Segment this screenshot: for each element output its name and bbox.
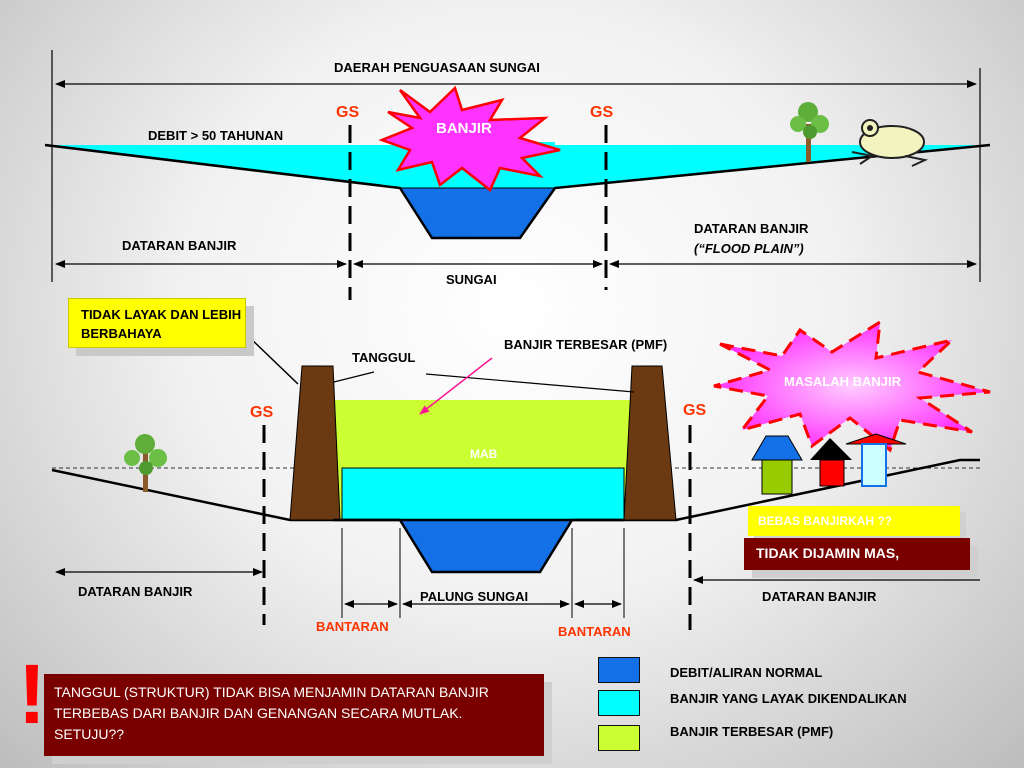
- legend-swatch-controlled: [598, 690, 640, 716]
- daerah-penguasaan-label: DAERAH PENGUASAAN SUNGAI: [334, 60, 540, 75]
- debit-label: DEBIT > 50 TAHUNAN: [148, 128, 284, 143]
- levee-left: [289, 365, 341, 521]
- bantaran-right-label: BANTARAN: [558, 624, 631, 639]
- top-cross-section: [44, 50, 991, 300]
- tanggul-callout-right: [425, 373, 635, 393]
- tidak-dijamin-box: TIDAK DIJAMIN MAS,: [744, 538, 970, 570]
- top-normal-flow: [399, 187, 556, 239]
- note-box: TANGGUL (STRUKTUR) TIDAK BISA MENJAMIN D…: [44, 674, 544, 756]
- bottom-gs-left-label: GS: [250, 404, 274, 421]
- legend-swatch-normal: [598, 657, 640, 683]
- frog-icon: [851, 119, 929, 167]
- levee-right: [623, 365, 677, 521]
- pmf-pointer-arrow: [419, 357, 493, 415]
- top-gs-left-label: GS: [336, 104, 360, 121]
- house-icon-1: [751, 435, 803, 495]
- flood-plain-label: (“FLOOD PLAIN”): [694, 241, 804, 256]
- legend-label-pmf: BANJIR TERBESAR (PMF): [670, 724, 834, 739]
- bantaran-left-label: BANTARAN: [316, 619, 389, 634]
- house-icon-3: [845, 433, 907, 487]
- bebas-banjirkah-box: BEBAS BANJIRKAH ??: [748, 506, 960, 536]
- tanggul-label: TANGGUL: [352, 350, 416, 365]
- bottom-cross-section: [51, 319, 991, 630]
- masalah-banjir-label: MASALAH BANJIR: [784, 374, 901, 389]
- warning-box: TIDAK LAYAK DAN LEBIH BERBAHAYA: [68, 298, 246, 348]
- masalah-burst-shape: [713, 319, 991, 453]
- controlled-flood-water: [341, 467, 625, 521]
- bottom-dataran-banjir-left: DATARAN BANJIR: [78, 584, 193, 599]
- banjir-burst-label: BANJIR: [436, 120, 492, 137]
- top-ground-line: [44, 143, 991, 240]
- house-icon-2: [810, 438, 852, 487]
- tree-icon: [790, 102, 829, 162]
- exclamation-icon: !: [18, 647, 46, 741]
- bottom-dataran-banjir-right: DATARAN BANJIR: [762, 589, 877, 604]
- pmf-top-label: BANJIR TERBESAR (PMF): [504, 337, 668, 352]
- banjir-burst-shape: [378, 85, 561, 192]
- warning-callout-line: [247, 335, 299, 385]
- top-dataran-banjir-right: DATARAN BANJIR: [694, 221, 809, 236]
- legend-swatch-pmf: [598, 725, 640, 751]
- tree-icon: [124, 434, 167, 492]
- legend-label-normal: DEBIT/ALIRAN NORMAL: [670, 665, 823, 680]
- tanggul-callout-left: [333, 371, 375, 383]
- legend-label-controlled: BANJIR YANG LAYAK DIKENDALIKAN: [670, 691, 907, 706]
- sungai-label: SUNGAI: [446, 272, 497, 287]
- palung-sungai-label: PALUNG SUNGAI: [420, 589, 529, 604]
- bottom-gs-right-label: GS: [683, 402, 707, 419]
- mab-label: MAB: [470, 447, 498, 461]
- top-dataran-banjir-left: DATARAN BANJIR: [122, 238, 237, 253]
- top-gs-right-label: GS: [590, 104, 614, 121]
